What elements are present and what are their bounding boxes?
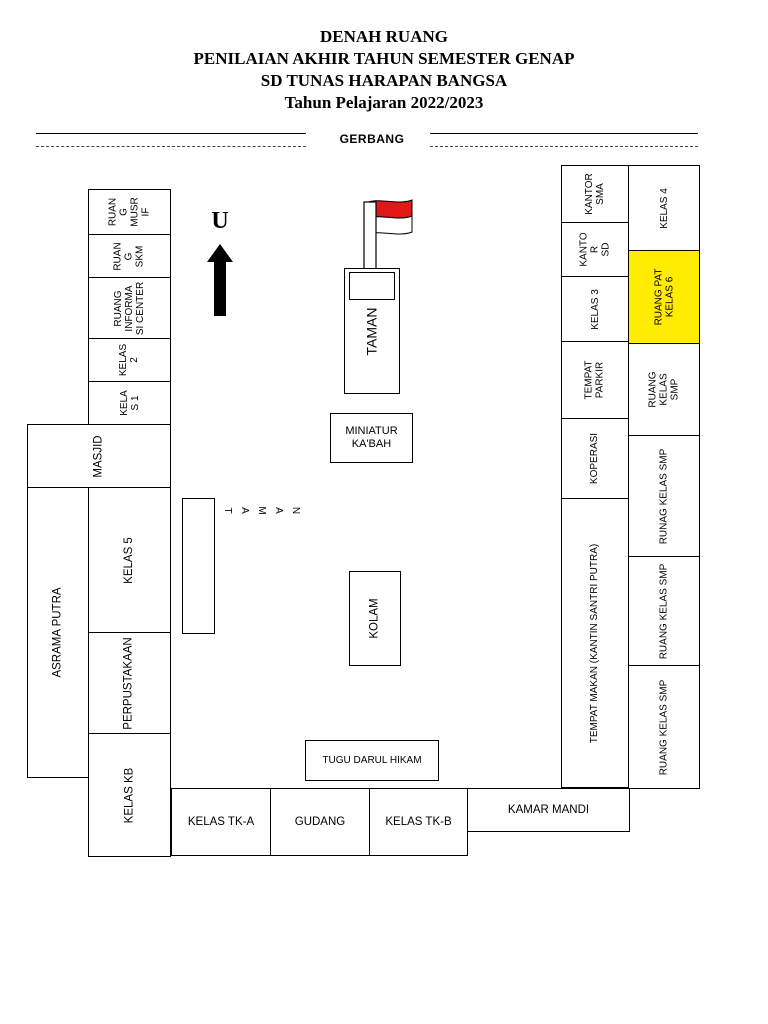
kolam-label: KOLAM (368, 598, 381, 639)
taman-side-letter: M (256, 506, 267, 515)
room-label: RUNAG KELAS SMP (658, 448, 670, 544)
gate-line-right-bottom (430, 146, 698, 147)
room-ruang-kelas-smp-3[interactable]: RUANG KELAS SMP (628, 665, 700, 789)
title-line-2: PENILAIAN AKHIR TAHUN SEMESTER GENAP (193, 49, 575, 68)
room-ruang-musrif[interactable]: RUAN G MUSR IF (88, 189, 171, 235)
room-label: RUAN G MUSR IF (107, 197, 152, 227)
room-masjid[interactable]: MASJID (27, 424, 171, 488)
north-label: U (211, 208, 229, 234)
room-kelas-4[interactable]: KELAS 4 (628, 165, 700, 251)
room-ruang-kelas-smp-2[interactable]: RUANG KELAS SMP (628, 556, 700, 666)
room-label: RUANG PAT KELAS 6 (652, 268, 675, 326)
room-label: KELAS KB (123, 767, 135, 823)
taman-side-letter: T (222, 507, 233, 514)
room-gudang[interactable]: GUDANG (270, 788, 370, 856)
room-kantor-sma[interactable]: KANTOR SMA (561, 165, 629, 223)
room-kelas-1[interactable]: KELA S 1 (88, 381, 171, 425)
room-ruang-skm[interactable]: RUAN G SKM (88, 234, 171, 278)
room-label: KELAS 5 (122, 536, 135, 584)
miniatur-kabah-label: MINIATUR KA'BAH (345, 425, 398, 450)
room-kelas-3[interactable]: KELAS 3 (561, 276, 629, 342)
room-asrama-putra[interactable]: ASRAMA PUTRA (27, 487, 89, 778)
taman-main-label: TAMAN (363, 307, 380, 355)
room-label: RUANG INFORMA SI CENTER (113, 281, 146, 335)
room-label: KELAS 2 (118, 343, 141, 377)
room-label: RUANG KELAS SMP (658, 679, 670, 775)
room-kantor-sd[interactable]: KANTO R SD (561, 222, 629, 277)
taman-side-letter: A (239, 507, 250, 514)
room-label: KANTO R SD (578, 232, 612, 267)
kolam[interactable]: KOLAM (349, 571, 401, 666)
room-label: PERPUSTAKAAN (123, 636, 136, 730)
room-label: MASJID (92, 434, 105, 478)
room-kelas-kb[interactable]: KELAS KB (88, 733, 171, 857)
flag-base (349, 272, 395, 300)
map-title-block: DENAH RUANG PENILAIAN AKHIR TAHUN SEMEST… (0, 26, 768, 114)
gate-label: GERBANG (339, 132, 405, 146)
title-line-1: DENAH RUANG (320, 27, 448, 46)
room-label: TEMPAT PARKIR (583, 360, 606, 400)
taman-side-letter: N (290, 506, 301, 515)
gate-line-right-top (430, 133, 698, 134)
room-ruang-informasi[interactable]: RUANG INFORMA SI CENTER (88, 277, 171, 339)
title-line-3: SD TUNAS HARAPAN BANGSA (260, 71, 508, 90)
title-line-4: Tahun Pelajaran 2022/2023 (284, 93, 484, 112)
room-label: RUAN G SKM (113, 241, 146, 271)
tugu-darul-hikam[interactable]: TUGU DARUL HIKAM (305, 740, 439, 781)
room-label: GUDANG (294, 815, 346, 828)
room-label: TEMPAT MAKAN (KANTIN SANTRI PUTRA) (589, 543, 601, 743)
gate-line-left-bottom (36, 146, 306, 147)
taman-side-label: T A M A N (219, 505, 304, 516)
taman-side-area[interactable] (182, 498, 215, 634)
room-kelas-tk-a[interactable]: KELAS TK-A (171, 788, 271, 856)
miniatur-kabah[interactable]: MINIATUR KA'BAH (330, 413, 413, 463)
room-kelas-2[interactable]: KELAS 2 (88, 338, 171, 382)
north-arrow-icon (207, 244, 233, 316)
gate-line-left-top (36, 133, 306, 134)
room-ruang-pat-kelas-6[interactable]: RUANG PAT KELAS 6 (628, 250, 700, 344)
room-ruang-kelas-smp-1[interactable]: RUANG KELAS SMP (628, 343, 700, 436)
tugu-label: TUGU DARUL HIKAM (322, 755, 422, 766)
room-tempat-makan[interactable]: TEMPAT MAKAN (KANTIN SANTRI PUTRA) (561, 498, 629, 788)
room-label: KELA S 1 (118, 390, 141, 416)
room-tempat-parkir[interactable]: TEMPAT PARKIR (561, 341, 629, 419)
room-label: KELAS 4 (658, 187, 670, 229)
room-label: KAMAR MANDI (507, 803, 590, 816)
room-label: KOPERASI (589, 432, 601, 485)
room-label: RUANG KELAS SMP (658, 563, 670, 659)
room-perpustakaan[interactable]: PERPUSTAKAAN (88, 632, 171, 734)
room-runag-kelas-smp[interactable]: RUNAG KELAS SMP (628, 435, 700, 557)
room-label: KELAS TK-B (385, 815, 452, 828)
room-label: RUANG KELAS SMP (647, 371, 681, 408)
room-kelas-tk-b[interactable]: KELAS TK-B (369, 788, 468, 856)
room-kelas-5[interactable]: KELAS 5 (88, 487, 171, 633)
flag-icon (363, 199, 413, 276)
room-label: KELAS TK-A (187, 815, 255, 828)
room-label: KELAS 3 (589, 288, 601, 330)
room-label: KANTOR SMA (584, 173, 606, 215)
taman-side-letter: A (273, 507, 284, 514)
room-kamar-mandi[interactable]: KAMAR MANDI (467, 788, 630, 832)
room-koperasi[interactable]: KOPERASI (561, 418, 629, 499)
room-label: ASRAMA PUTRA (51, 587, 64, 678)
taman-main-area[interactable]: TAMAN (344, 268, 400, 394)
